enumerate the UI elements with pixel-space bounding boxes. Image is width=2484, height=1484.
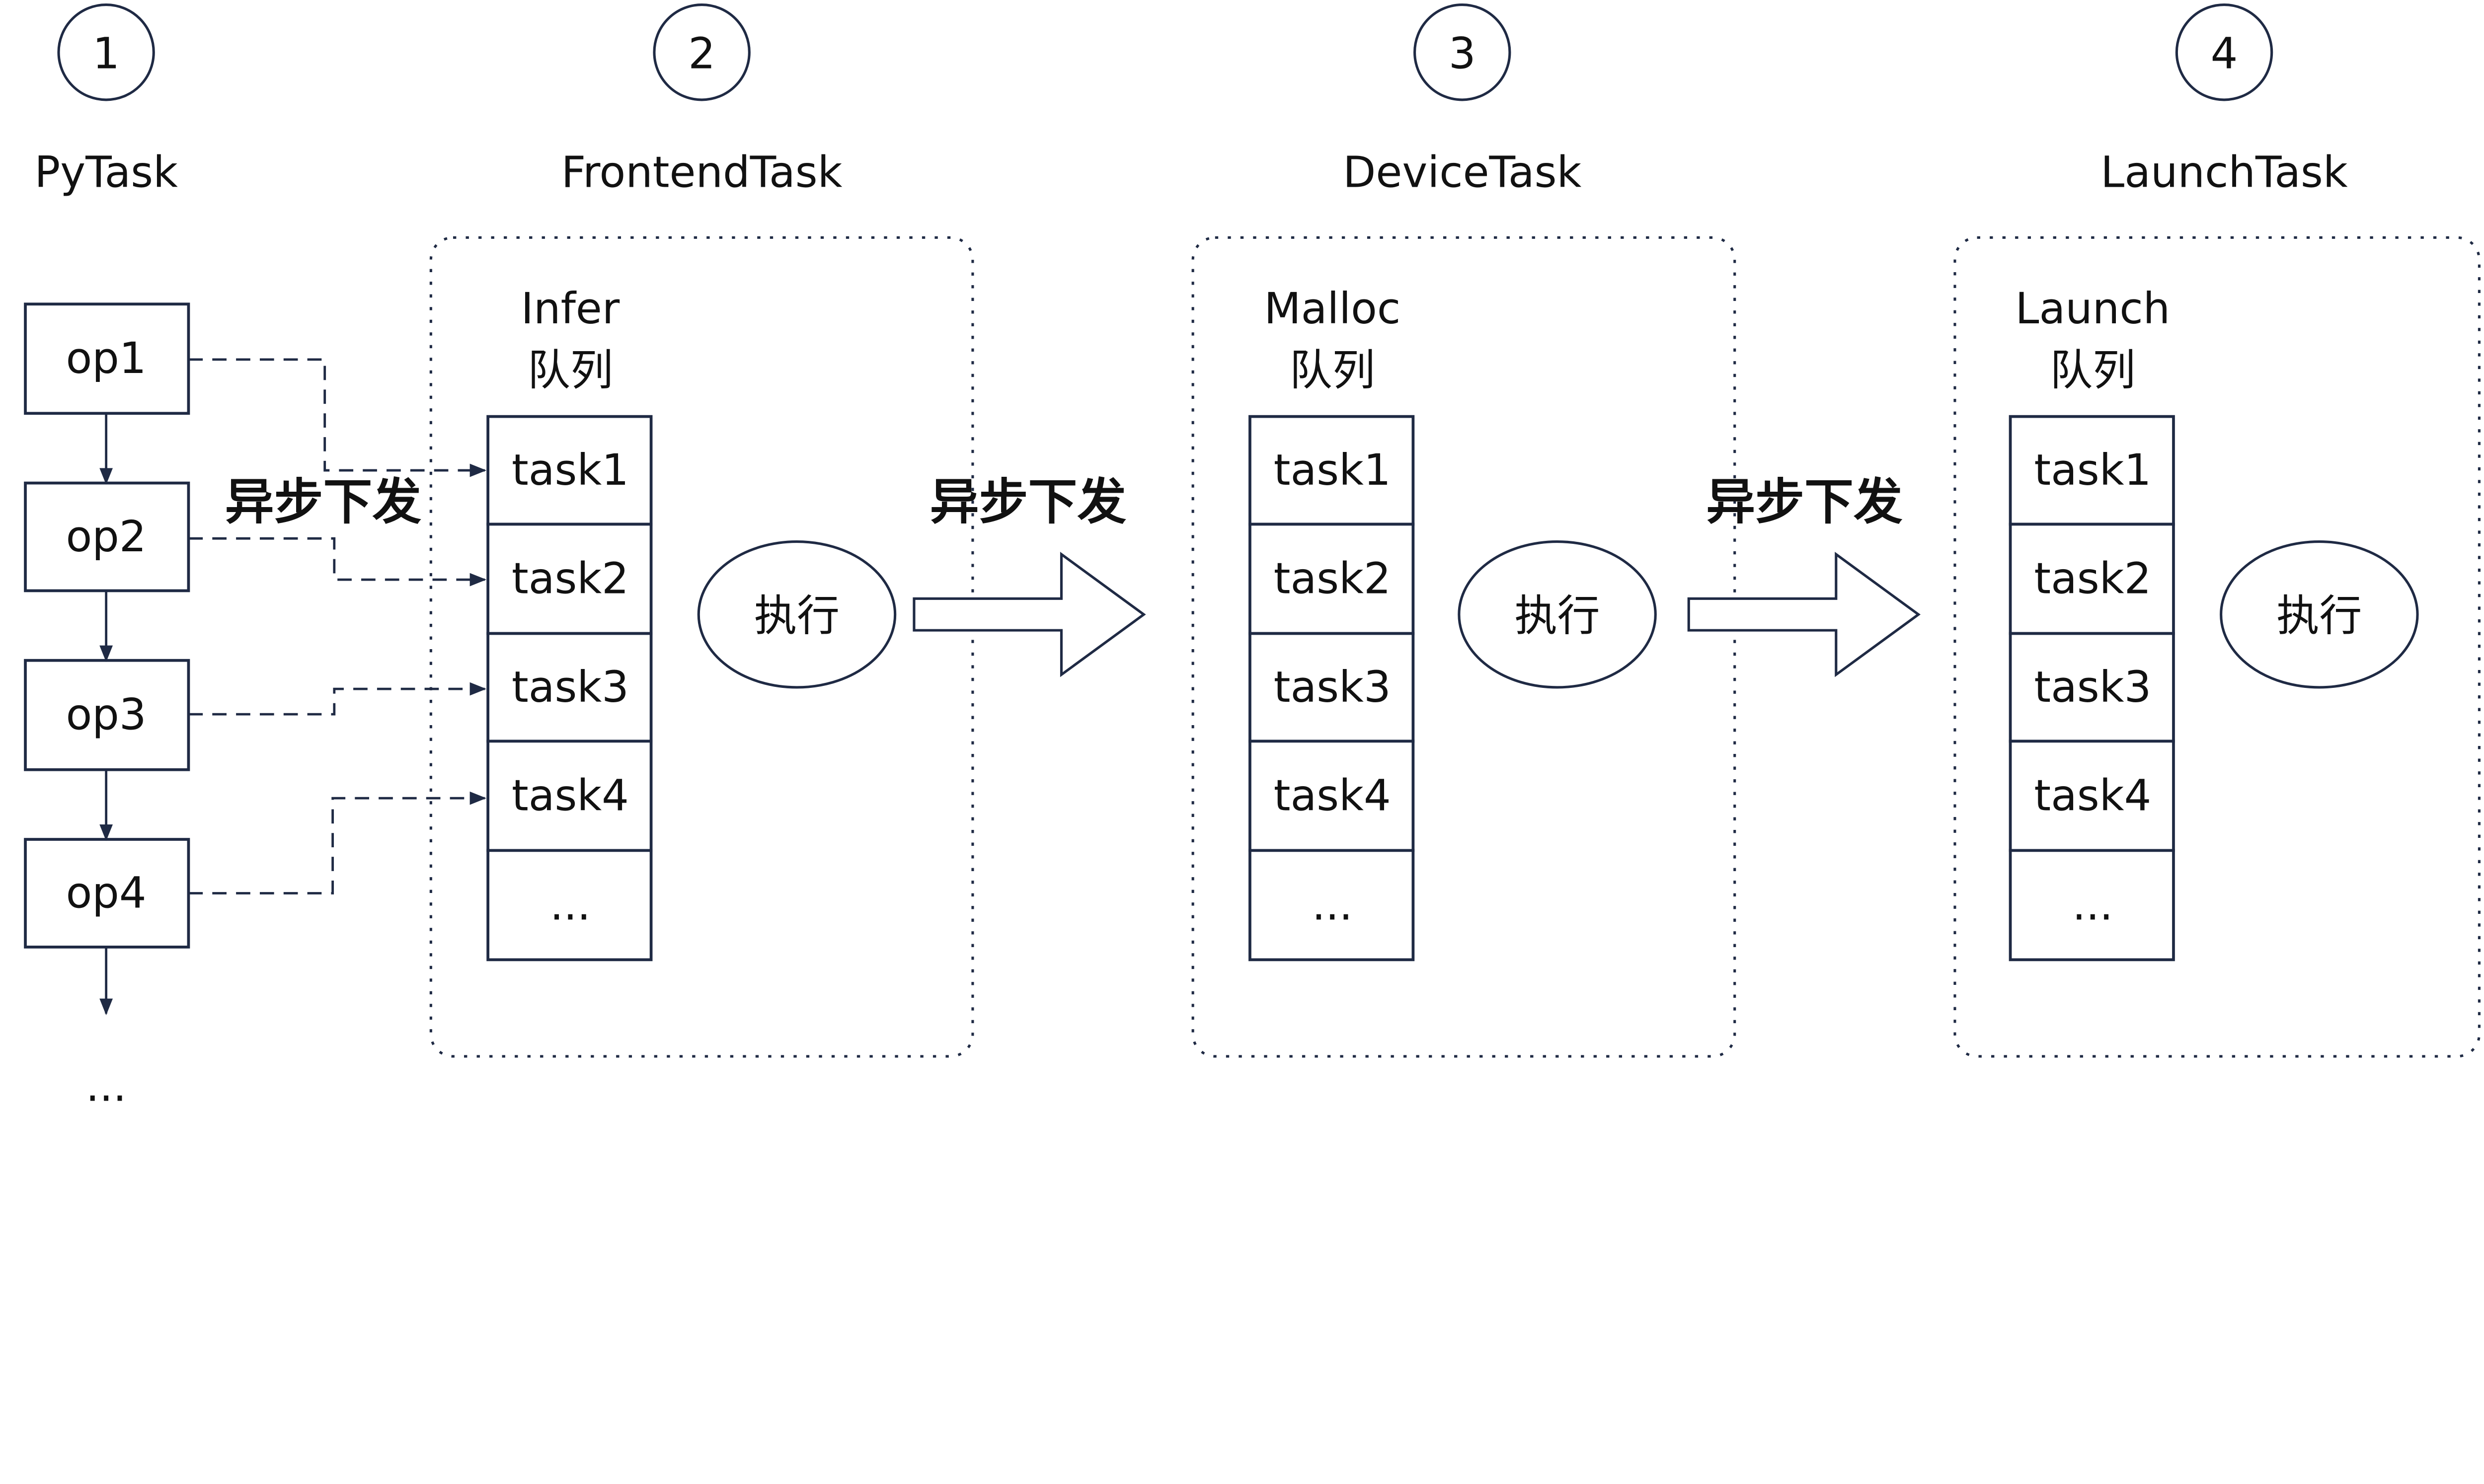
- queue-cell: [1248, 849, 1415, 962]
- op-label: op3: [66, 690, 147, 740]
- queue-cell: [1248, 740, 1415, 852]
- queue-name: Malloc: [1264, 284, 1400, 334]
- queue-cell: [1248, 632, 1415, 743]
- queue-cell: [2009, 849, 2175, 962]
- queue-task-label: task2: [512, 554, 629, 603]
- queue-name: Infer: [521, 284, 620, 334]
- stage-title: FrontendTask: [561, 148, 843, 198]
- queue-cell: [486, 740, 653, 852]
- execute-ellipse: [1458, 540, 1657, 689]
- queue-label: 队列: [2050, 346, 2135, 395]
- queue-task-label: ...: [550, 880, 591, 930]
- op-to-task-dispatch-arrow: [188, 682, 487, 716]
- queue-task-label: task3: [1274, 663, 1391, 712]
- execute-label: 执行: [2276, 591, 2362, 641]
- stage-number-circle: [2175, 3, 2273, 101]
- queue-task-label: task4: [1274, 771, 1391, 820]
- op-to-task-dispatch-arrow: [188, 791, 487, 894]
- stage-number-circle: [1413, 3, 1511, 101]
- async-dispatch-arrow: [1687, 552, 1921, 677]
- queue-task-label: task3: [2034, 663, 2151, 712]
- stage-number: 2: [688, 29, 715, 78]
- queue-cell: [486, 632, 653, 743]
- async-dispatch-label: 异步下发: [1706, 473, 1903, 530]
- execute-ellipse: [697, 540, 897, 689]
- execute-label: 执行: [1514, 591, 1600, 641]
- queue-task-label: task3: [512, 663, 629, 712]
- stage-title: PyTask: [34, 148, 178, 198]
- ops-more-ellipsis: ...: [86, 1061, 127, 1111]
- queue-cell: [486, 849, 653, 962]
- async-dispatch-arrow: [913, 552, 1146, 677]
- stage-container: [1953, 236, 2481, 1058]
- queue-task-label: task1: [1274, 445, 1391, 495]
- op-box: [24, 481, 190, 593]
- stage-number: 1: [92, 29, 120, 78]
- op-box: [24, 302, 190, 415]
- queue-label: 队列: [1290, 346, 1375, 395]
- stage-number-circle: [57, 3, 155, 101]
- queue-cell: [2009, 415, 2175, 526]
- queue-cell: [486, 415, 653, 526]
- queue-cell: [2009, 740, 2175, 852]
- queue-task-label: ...: [2072, 880, 2113, 930]
- execute-ellipse: [2220, 540, 2419, 689]
- stage-number-circle: [653, 3, 751, 101]
- queue-task-label: task2: [1274, 554, 1391, 603]
- queue-task-label: task2: [2034, 554, 2151, 603]
- stage-number: 3: [1449, 29, 1476, 78]
- queue-task-label: ...: [1312, 880, 1353, 930]
- op-label: op2: [66, 512, 147, 562]
- stage-title: LaunchTask: [2100, 148, 2348, 198]
- queue-cell: [2009, 632, 2175, 743]
- queue-label: 队列: [528, 346, 613, 395]
- execute-label: 执行: [754, 591, 840, 641]
- op-label: op1: [66, 334, 147, 383]
- queue-task-label: task1: [512, 445, 629, 495]
- async-dispatch-label: 异步下发: [930, 473, 1127, 530]
- async-dispatch-label: 异步下发: [225, 473, 422, 530]
- queue-task-label: task4: [512, 771, 629, 820]
- op-to-task-dispatch-arrow: [188, 358, 487, 477]
- op-label: op4: [66, 868, 147, 918]
- stage-number: 4: [2211, 29, 2238, 78]
- queue-task-label: task4: [2034, 771, 2151, 820]
- queue-cell: [1248, 522, 1415, 635]
- queue-task-label: task1: [2034, 445, 2151, 495]
- stage-title: DeviceTask: [1343, 148, 1581, 198]
- op-to-task-dispatch-arrow: [188, 537, 487, 587]
- queue-cell: [1248, 415, 1415, 526]
- queue-name: Launch: [2016, 284, 2171, 334]
